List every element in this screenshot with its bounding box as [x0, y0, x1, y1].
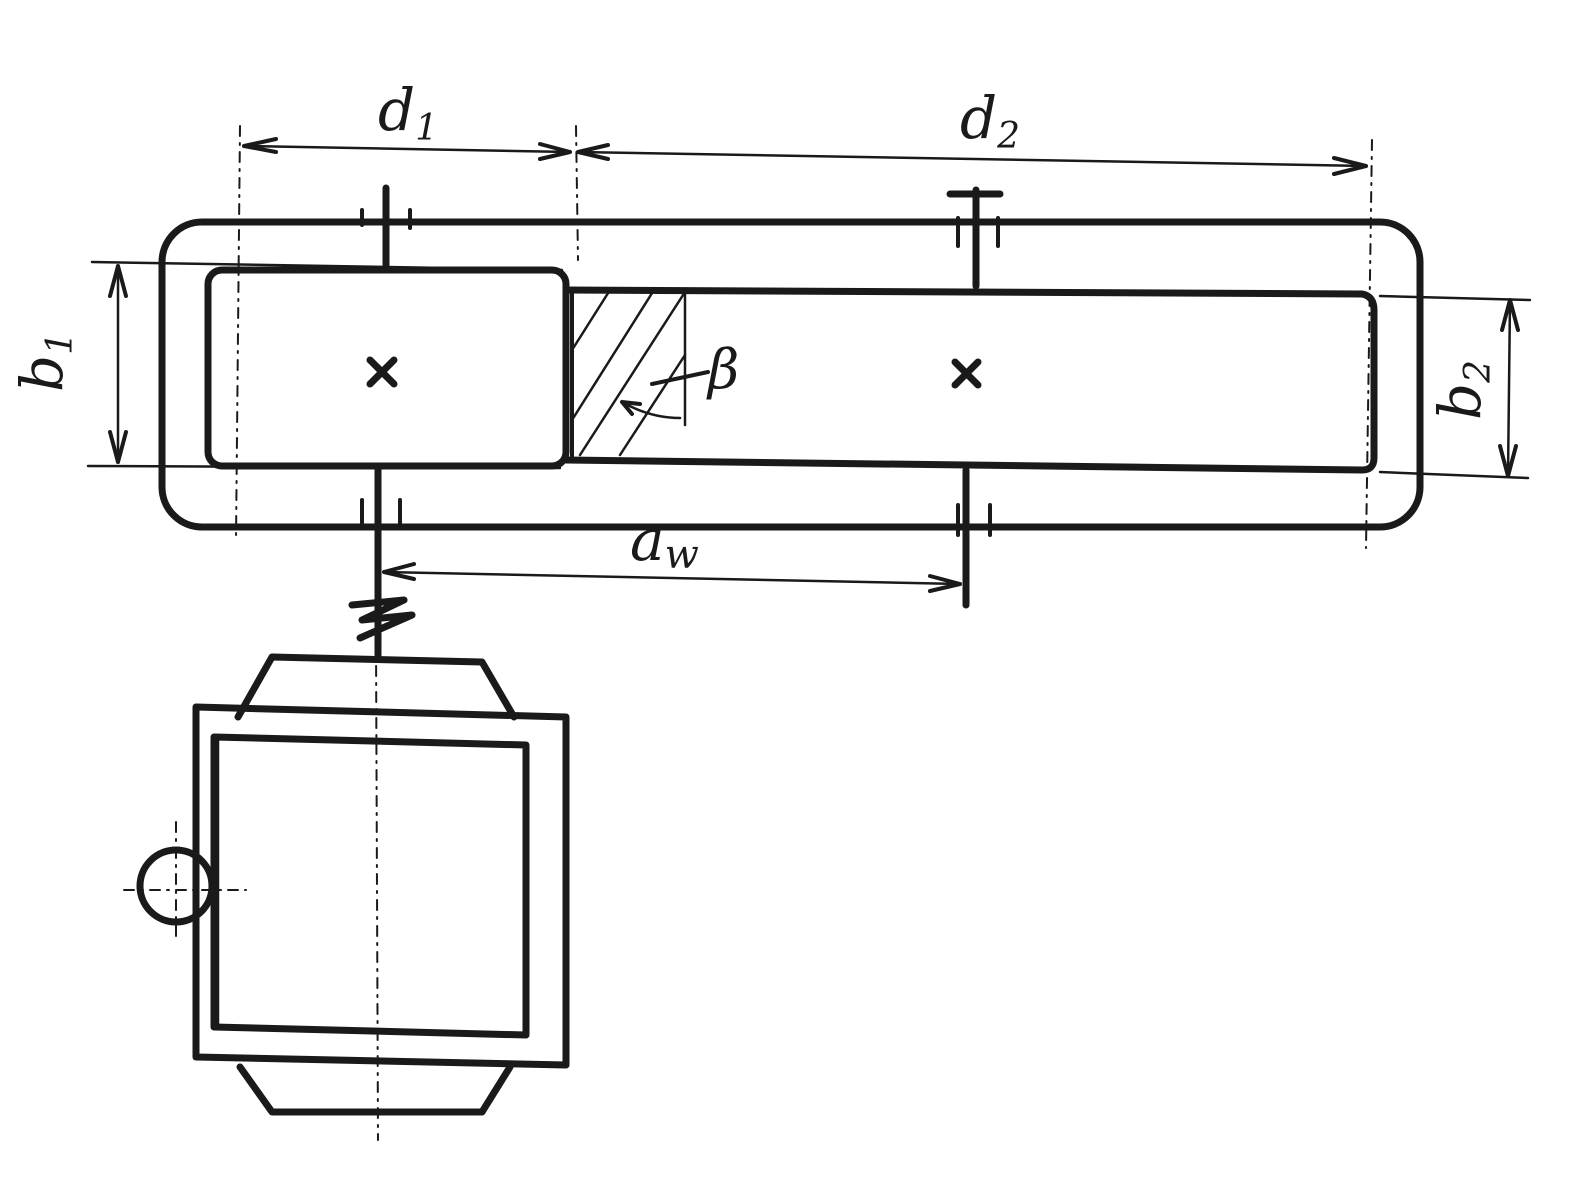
label-b2: b2	[1426, 360, 1499, 420]
dimension-aw	[382, 562, 962, 593]
beta-angle-mark	[620, 370, 710, 420]
label-beta: β	[706, 338, 739, 401]
label-d1: d1	[378, 76, 438, 149]
center-lines	[123, 125, 1373, 1141]
electric-motor	[136, 653, 570, 1116]
helix-hatching	[570, 288, 687, 460]
motor-terminal-icon	[136, 846, 216, 926]
dimension-b1	[86, 260, 564, 470]
wheel-axis-cross	[951, 358, 982, 389]
pinion-gear-body	[204, 266, 570, 470]
wheel-shaft	[946, 186, 1004, 609]
dimension-d2	[576, 143, 1368, 176]
label-aw: aw	[630, 506, 699, 578]
gearbox-housing	[158, 218, 1424, 531]
shaft-coupling	[348, 596, 416, 642]
dimension-d1	[242, 137, 572, 161]
pinion-shaft	[360, 184, 412, 659]
pinion-axis-cross	[366, 356, 398, 388]
label-b1: b1	[8, 332, 81, 392]
dimension-b2	[1378, 294, 1532, 480]
label-d2: d2	[960, 84, 1020, 157]
